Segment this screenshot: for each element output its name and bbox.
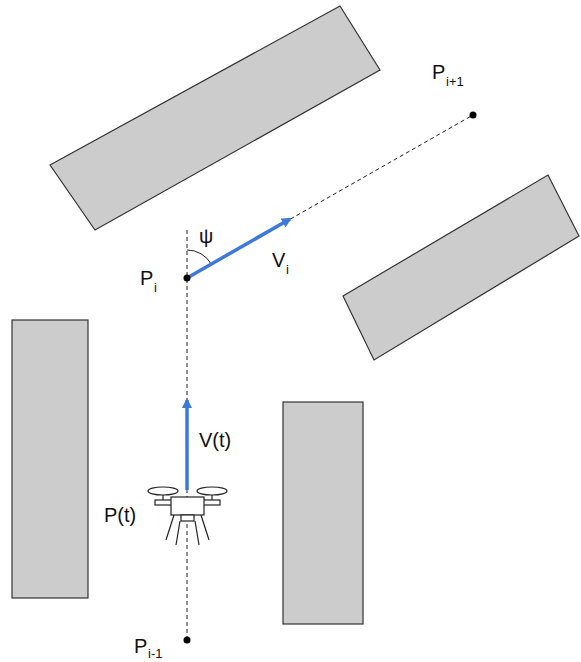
angle-arc (187, 250, 211, 264)
waypoint-dot (184, 275, 191, 282)
point-label: P (432, 62, 445, 82)
obstacle (50, 6, 380, 230)
position-label: P(t) (104, 505, 136, 525)
point-label: P (134, 636, 147, 656)
velocity-vector (187, 219, 290, 278)
obstacle (12, 320, 88, 598)
point-subscript: i+1 (446, 75, 464, 88)
waypoint-dot (184, 637, 191, 644)
velocity-vector (185, 400, 189, 490)
waypoint-dot (470, 112, 477, 119)
point-label: P (140, 268, 153, 288)
vector-subscript: i (286, 263, 289, 276)
path-segment (187, 115, 473, 278)
point-subscript: i (154, 281, 157, 294)
angle-label: ψ (199, 226, 213, 246)
vector-label: V(t) (199, 430, 231, 450)
drone-icon (148, 487, 227, 545)
vector-label: V (272, 250, 285, 270)
path-segment (187, 230, 188, 640)
obstacle (283, 402, 363, 624)
obstacle (343, 175, 579, 360)
point-subscript: i-1 (148, 647, 162, 660)
